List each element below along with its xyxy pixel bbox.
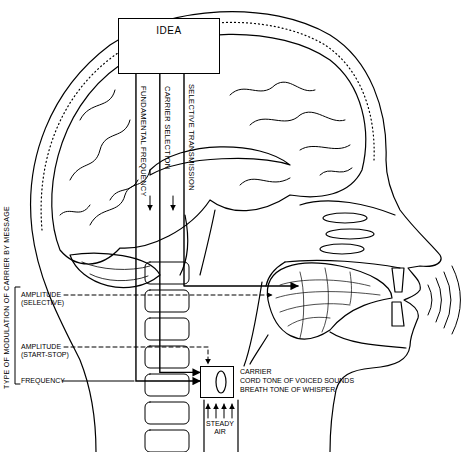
- transmission-line: [184, 74, 298, 286]
- upper-tooth: [392, 268, 404, 292]
- brain-gyri: [60, 82, 352, 225]
- signal-label: FUNDAMENTAL FREQUENCY: [139, 86, 147, 197]
- signal-connector: [160, 74, 200, 372]
- bracket-label: TYPE OF MODULATION OF CARRIER BY MESSAGE: [3, 206, 11, 389]
- bracket: [15, 287, 20, 384]
- idea-box: IDEA: [118, 18, 220, 74]
- direction-arrow: [173, 196, 174, 210]
- turbinate: [320, 244, 364, 254]
- vocal-cord: [216, 371, 226, 393]
- larynx-box: CARRIERCORD TONE OF VOICED SOUNDSBREATH …: [200, 366, 234, 398]
- direction-arrow: [150, 196, 151, 210]
- turbinate: [323, 213, 367, 223]
- brainstem: [180, 210, 215, 275]
- sound-waves: [428, 266, 461, 334]
- air-arrows: [208, 404, 232, 418]
- tongue-hatching: [276, 268, 380, 338]
- leader-line: [62, 381, 134, 382]
- lower-tooth: [392, 302, 404, 326]
- path-label: SELECTIVE TRANSMISSION: [187, 84, 195, 191]
- leader-dashed: [64, 347, 208, 364]
- signal-label: CARRIER SELECTION: [163, 86, 171, 169]
- modulation-label: AMPLITUDE (SELECTIVE): [21, 291, 79, 307]
- tongue: [267, 263, 392, 339]
- carrier-label: CORD TONE OF VOICED SOUNDS: [240, 376, 354, 385]
- modulation-label: AMPLITUDE (START-STOP): [21, 343, 79, 359]
- modulation-label: FREQUENCY: [21, 377, 65, 385]
- corpus-callosum: [150, 147, 290, 175]
- air-label: STEADY AIR: [200, 420, 240, 436]
- carrier-label: BREATH TONE OF WHISPER: [240, 385, 335, 394]
- head-outline: [31, 12, 441, 452]
- epiglottis: [250, 335, 268, 364]
- carrier-label: CARRIER: [240, 367, 272, 376]
- cerebellum-folia: [82, 262, 150, 281]
- idea-text: IDEA: [119, 19, 219, 35]
- leader-dashed: [64, 295, 272, 296]
- jaw-line: [330, 332, 406, 348]
- signal-connector: [136, 74, 200, 381]
- turbinate: [326, 229, 374, 239]
- vertebrae: [145, 262, 189, 452]
